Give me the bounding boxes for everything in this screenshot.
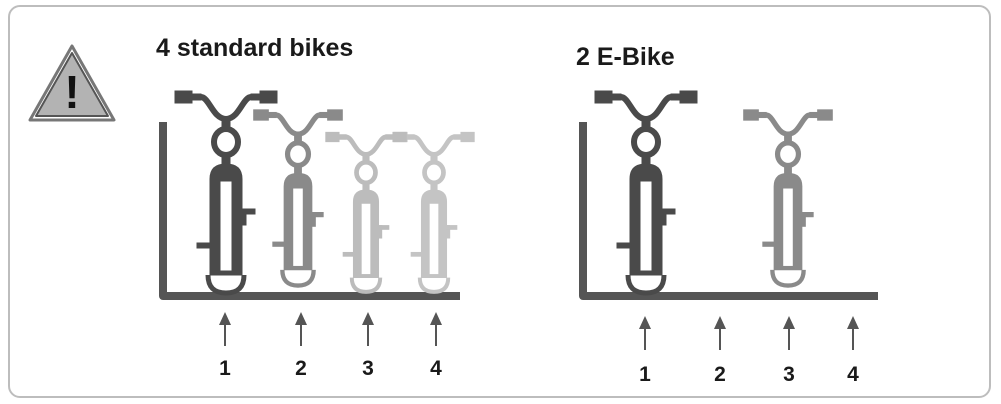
rack-outline-e-bike [579,122,878,300]
position-label: 2 [714,363,726,386]
arrow-up-icon [219,312,231,346]
position-label: 1 [639,363,651,386]
arrow-up-icon [295,312,307,346]
figure-frame [8,5,991,398]
arrow-up-icon [783,316,795,350]
rack-outline-standard [159,122,460,300]
position-label: 1 [219,357,231,380]
warning-exclamation: ! [64,66,79,118]
bike-position-3 [326,132,407,292]
position-label: 3 [783,363,795,386]
e-bike-position-1 [595,91,697,293]
warning-triangle-icon: ! [28,44,116,122]
panel-title-standard-bikes: 4 standard bikes [156,34,354,62]
position-label: 2 [295,357,307,380]
arrow-up-icon [639,316,651,350]
arrow-up-icon [430,312,442,346]
position-label: 3 [362,357,374,380]
position-label: 4 [430,357,442,380]
bike-position-1 [175,91,277,293]
arrows-e-bike [639,316,859,350]
panel-title-e-bike: 2 E-Bike [576,43,675,71]
arrows-standard [219,312,442,346]
e-bike-position-3 [744,110,833,286]
position-label: 4 [847,363,859,386]
bike-position-4 [394,132,475,292]
arrow-up-icon [714,316,726,350]
arrow-up-icon [847,316,859,350]
arrow-up-icon [362,312,374,346]
